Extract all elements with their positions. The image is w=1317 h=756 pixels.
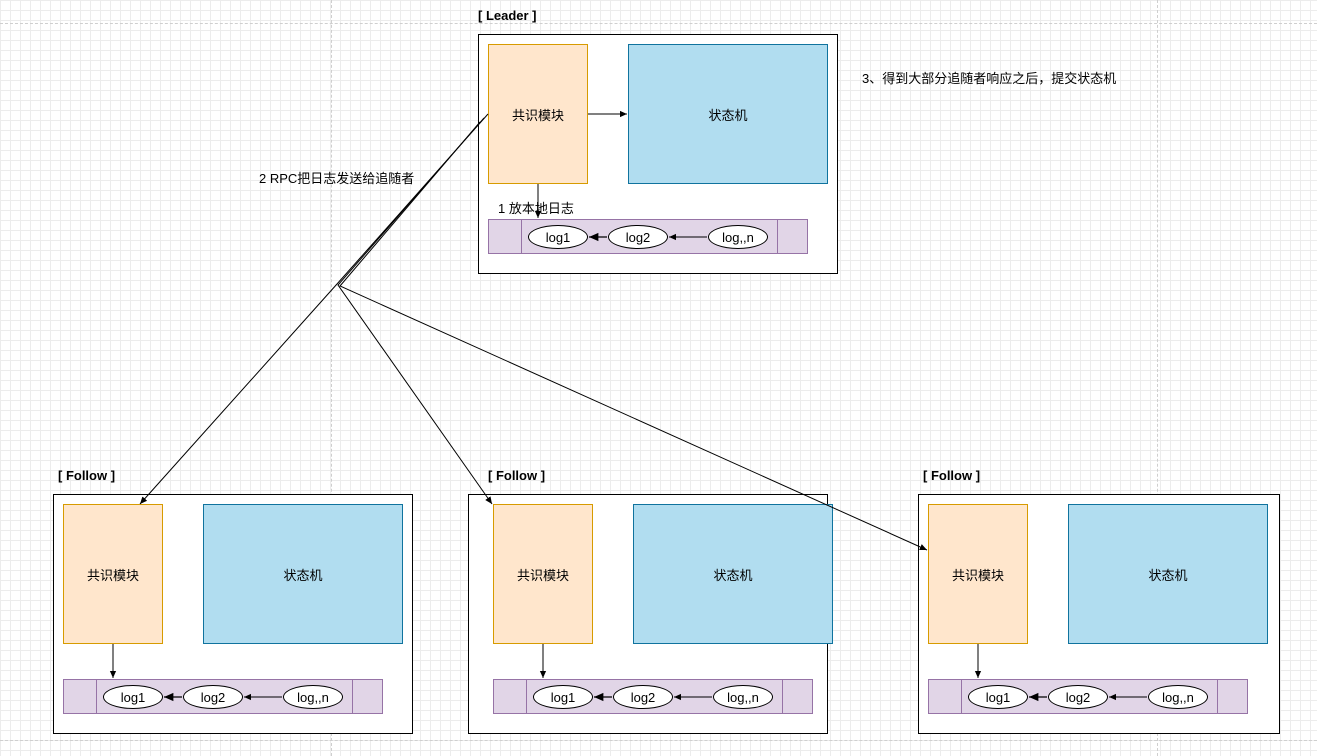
leader-consensus-label: 共识模块 [511, 107, 564, 123]
follower-title: [ Follow ] [58, 468, 116, 483]
follower-state-machine-label: 状态机 [283, 567, 323, 583]
log-bar-divider [526, 680, 527, 713]
leader-log-entry[interactable]: log2 [608, 225, 668, 249]
follower-log-entry[interactable]: log,,n [713, 685, 773, 709]
follower-log-entry[interactable]: log1 [103, 685, 163, 709]
step-2-annotation: 2 RPC把日志发送给追随者 [259, 171, 415, 186]
follower-state-machine-label: 状态机 [713, 567, 753, 583]
log-bar-divider [521, 220, 522, 253]
step-3-annotation: 3、得到大部分追随者响应之后，提交状态机 [862, 71, 1117, 86]
follower-title: [ Follow ] [923, 468, 981, 483]
follower-consensus-label: 共识模块 [516, 567, 569, 583]
page-guide-horizontal [0, 23, 1317, 24]
follower-state-machine[interactable]: 状态机 [1068, 504, 1268, 644]
log-bar-divider [782, 680, 783, 713]
leader-log-entry[interactable]: log1 [528, 225, 588, 249]
follower-state-machine[interactable]: 状态机 [633, 504, 833, 644]
leader-state-machine-label: 状态机 [708, 107, 748, 123]
follower-log-entry[interactable]: log2 [183, 685, 243, 709]
step-1-annotation: 1 放本地日志 [498, 201, 574, 216]
follower-state-machine-label: 状态机 [1148, 567, 1188, 583]
leader-log-entry[interactable]: log,,n [708, 225, 768, 249]
log-bar-divider [352, 680, 353, 713]
log-bar-divider [961, 680, 962, 713]
follower-state-machine[interactable]: 状态机 [203, 504, 403, 644]
follower-consensus-module[interactable]: 共识模块 [928, 504, 1028, 644]
page-guide-horizontal [0, 740, 1317, 741]
follower-consensus-label: 共识模块 [951, 567, 1004, 583]
log-bar-divider [1217, 680, 1218, 713]
follower-consensus-label: 共识模块 [86, 567, 139, 583]
follower-log-entry[interactable]: log1 [968, 685, 1028, 709]
leader-consensus-module[interactable]: 共识模块 [488, 44, 588, 184]
follower-log-entry[interactable]: log,,n [283, 685, 343, 709]
log-bar-divider [777, 220, 778, 253]
follower-log-entry[interactable]: log2 [613, 685, 673, 709]
leader-state-machine[interactable]: 状态机 [628, 44, 828, 184]
follower-log-entry[interactable]: log1 [533, 685, 593, 709]
follower-title: [ Follow ] [488, 468, 546, 483]
log-bar-divider [96, 680, 97, 713]
follower-consensus-module[interactable]: 共识模块 [493, 504, 593, 644]
follower-log-entry[interactable]: log2 [1048, 685, 1108, 709]
follower-consensus-module[interactable]: 共识模块 [63, 504, 163, 644]
follower-log-entry[interactable]: log,,n [1148, 685, 1208, 709]
leader-title: [ Leader ] [478, 8, 537, 23]
page-guide-vertical [1157, 0, 1158, 756]
